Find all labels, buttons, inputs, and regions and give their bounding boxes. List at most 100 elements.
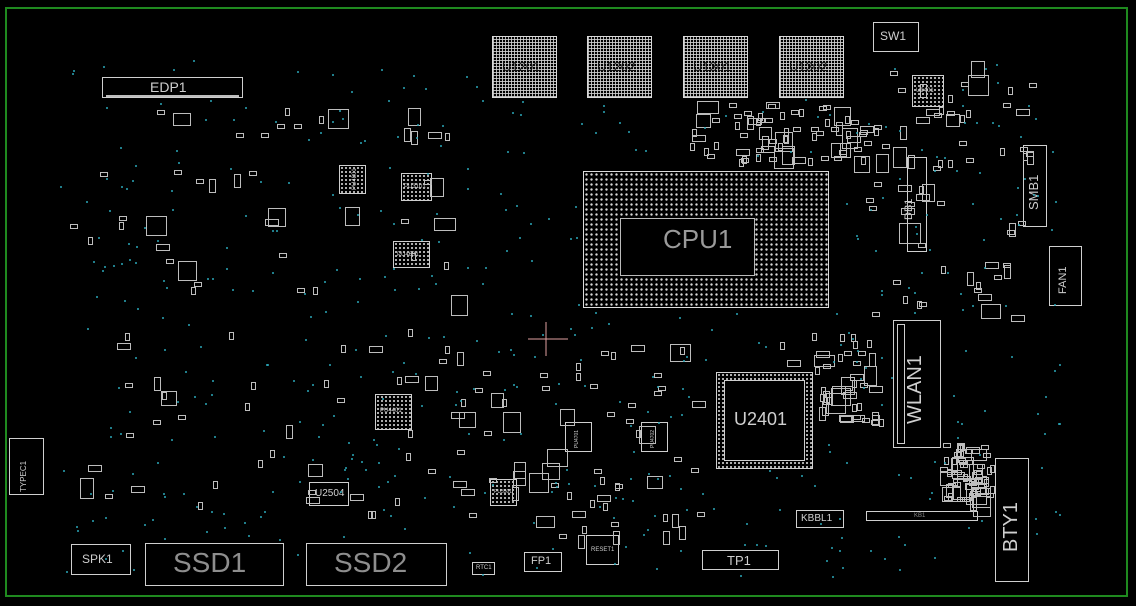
via bbox=[686, 509, 688, 511]
bty1-connector[interactable] bbox=[995, 458, 1029, 582]
pu4601-label: PU4601 bbox=[397, 252, 419, 258]
passive-component bbox=[831, 388, 851, 406]
via bbox=[555, 482, 557, 484]
via bbox=[416, 137, 418, 139]
sw1-switch[interactable] bbox=[873, 22, 919, 52]
fan1-connector[interactable] bbox=[1049, 246, 1082, 306]
via bbox=[632, 500, 634, 502]
via bbox=[178, 162, 180, 164]
via bbox=[891, 377, 893, 379]
ssd1-slot[interactable] bbox=[145, 543, 284, 586]
via bbox=[1017, 187, 1019, 189]
passive-component bbox=[908, 155, 915, 169]
pu3101-chip[interactable] bbox=[401, 173, 432, 201]
via bbox=[133, 569, 135, 571]
via bbox=[390, 515, 392, 517]
via bbox=[332, 194, 334, 196]
via bbox=[76, 526, 78, 528]
origin-marker bbox=[528, 322, 568, 356]
pu4401-label: PU4401 bbox=[380, 408, 402, 414]
via bbox=[976, 122, 978, 124]
u1301-memory[interactable] bbox=[683, 36, 748, 98]
via bbox=[1059, 364, 1061, 366]
pu4801-chip[interactable] bbox=[339, 165, 366, 194]
via bbox=[164, 538, 166, 540]
tp1-label: TP1 bbox=[727, 553, 751, 568]
passive-component bbox=[430, 178, 444, 197]
passive-component bbox=[851, 334, 856, 342]
passive-component bbox=[933, 166, 941, 171]
u1201-memory[interactable] bbox=[492, 36, 557, 98]
via bbox=[1016, 214, 1018, 216]
via bbox=[120, 147, 122, 149]
fp1-connector[interactable] bbox=[524, 552, 562, 572]
spk1-connector[interactable] bbox=[71, 544, 131, 575]
pu4401-chip[interactable] bbox=[375, 394, 412, 430]
via bbox=[894, 68, 896, 70]
kbbl1-connector[interactable] bbox=[796, 510, 844, 528]
passive-component bbox=[408, 329, 413, 337]
reset1-button[interactable] bbox=[586, 535, 619, 565]
passive-component bbox=[943, 443, 951, 448]
passive-component bbox=[812, 133, 817, 141]
wlan1-connector[interactable] bbox=[893, 320, 941, 448]
passive-component bbox=[434, 218, 456, 231]
passive-component bbox=[893, 147, 907, 168]
via bbox=[272, 491, 274, 493]
pu4701-chip[interactable] bbox=[565, 422, 592, 452]
via bbox=[984, 267, 986, 269]
passive-component bbox=[939, 107, 944, 115]
u1302-memory[interactable] bbox=[779, 36, 844, 98]
via bbox=[857, 238, 859, 240]
via bbox=[121, 186, 123, 188]
smb1-connector[interactable] bbox=[1023, 145, 1047, 227]
via bbox=[965, 350, 967, 352]
pu4702-chip[interactable] bbox=[641, 422, 668, 452]
via bbox=[934, 461, 936, 463]
typec1-connector[interactable] bbox=[9, 438, 44, 495]
passive-component bbox=[972, 488, 991, 508]
passive-component bbox=[174, 170, 182, 175]
edp1-connector[interactable] bbox=[102, 77, 243, 98]
via bbox=[810, 151, 812, 153]
board-outline bbox=[5, 7, 1128, 597]
via bbox=[460, 400, 462, 402]
via bbox=[357, 301, 359, 303]
passive-component bbox=[453, 481, 467, 488]
passive-component bbox=[692, 135, 706, 142]
passive-component bbox=[503, 412, 521, 433]
ssd2-slot[interactable] bbox=[306, 543, 447, 586]
via bbox=[635, 149, 637, 151]
via bbox=[898, 474, 900, 476]
sw1-label: SW1 bbox=[880, 29, 907, 43]
via bbox=[915, 226, 917, 228]
passive-component bbox=[475, 388, 483, 393]
passive-component bbox=[536, 516, 555, 528]
passive-component bbox=[748, 118, 762, 125]
via bbox=[160, 103, 162, 105]
via bbox=[654, 515, 656, 517]
via bbox=[196, 506, 198, 508]
u2401-center bbox=[724, 380, 805, 461]
passive-component bbox=[792, 157, 806, 164]
u9401-chip[interactable] bbox=[912, 75, 944, 107]
passive-component bbox=[674, 457, 682, 462]
via bbox=[112, 490, 114, 492]
via bbox=[511, 313, 513, 315]
passive-component bbox=[864, 366, 877, 386]
passive-component bbox=[766, 102, 780, 109]
via bbox=[359, 278, 361, 280]
passive-component bbox=[823, 105, 831, 110]
via bbox=[832, 576, 834, 578]
tp1-connector[interactable] bbox=[702, 550, 779, 570]
via bbox=[226, 247, 228, 249]
u1202-memory[interactable] bbox=[587, 36, 652, 98]
via bbox=[137, 308, 139, 310]
via bbox=[505, 209, 507, 211]
via bbox=[856, 132, 858, 134]
via bbox=[985, 68, 987, 70]
via bbox=[279, 539, 281, 541]
passive-component bbox=[978, 294, 992, 301]
passive-component bbox=[850, 374, 864, 381]
via bbox=[836, 313, 838, 315]
